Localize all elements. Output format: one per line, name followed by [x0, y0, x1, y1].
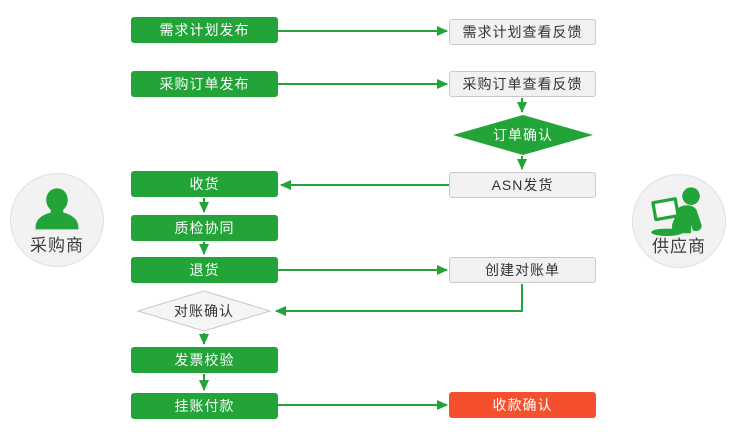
flow-node-quality-inspection-collab: 质检协同: [131, 215, 278, 241]
flow-node-booked-payment: 挂账付款: [131, 393, 278, 419]
flow-node-label: 需求计划发布: [159, 22, 250, 38]
actor-buyer: 采购商: [10, 173, 104, 267]
flow-node-purchase-order-view-feedback: 采购订单查看反馈: [449, 71, 596, 97]
connector-statement-to-reconcile: [275, 284, 523, 316]
decision-diamond-shape: [137, 290, 271, 332]
actor-supplier-label: 供应商: [652, 237, 706, 256]
flow-node-label: 质检协同: [174, 220, 235, 236]
actor-buyer-label: 采购商: [30, 236, 84, 255]
flow-node-label: 退货: [189, 262, 220, 278]
flow-node-label: 创建对账单: [485, 262, 560, 278]
flow-node-label: 收货: [189, 176, 220, 192]
flow-node-receive-goods: 收货: [131, 171, 278, 197]
flow-node-payment-receipt-confirm: 收款确认: [449, 392, 596, 418]
person-icon: [35, 188, 79, 230]
flow-node-label: 采购订单查看反馈: [462, 76, 583, 92]
flow-node-purchase-order-publish: 采购订单发布: [131, 71, 278, 97]
flow-node-asn-shipment: ASN发货: [449, 172, 596, 198]
actor-supplier: 供应商: [632, 174, 726, 268]
decision-diamond-shape: [453, 115, 593, 155]
flow-node-label: 订单确认: [493, 127, 553, 143]
flow-node-return-goods: 退货: [131, 257, 278, 283]
flow-node-label: 采购订单发布: [159, 76, 250, 92]
flow-node-label: 需求计划查看反馈: [462, 24, 583, 40]
flow-node-reconciliation-confirm: 对账确认: [137, 290, 271, 332]
flow-node-demand-plan-publish: 需求计划发布: [131, 17, 278, 43]
flow-node-order-confirm: 订单确认: [453, 115, 593, 155]
person-laptop-icon: [651, 187, 702, 236]
flow-node-demand-plan-view-feedback: 需求计划查看反馈: [449, 19, 596, 45]
flow-node-label: 发票校验: [174, 352, 235, 368]
flow-node-invoice-verification: 发票校验: [131, 347, 278, 373]
flow-node-label: 挂账付款: [174, 398, 235, 414]
flow-node-label: 收款确认: [492, 397, 553, 413]
flow-node-label: 对账确认: [174, 303, 234, 319]
flow-node-create-statement: 创建对账单: [449, 257, 596, 283]
flow-node-label: ASN发货: [491, 177, 554, 193]
